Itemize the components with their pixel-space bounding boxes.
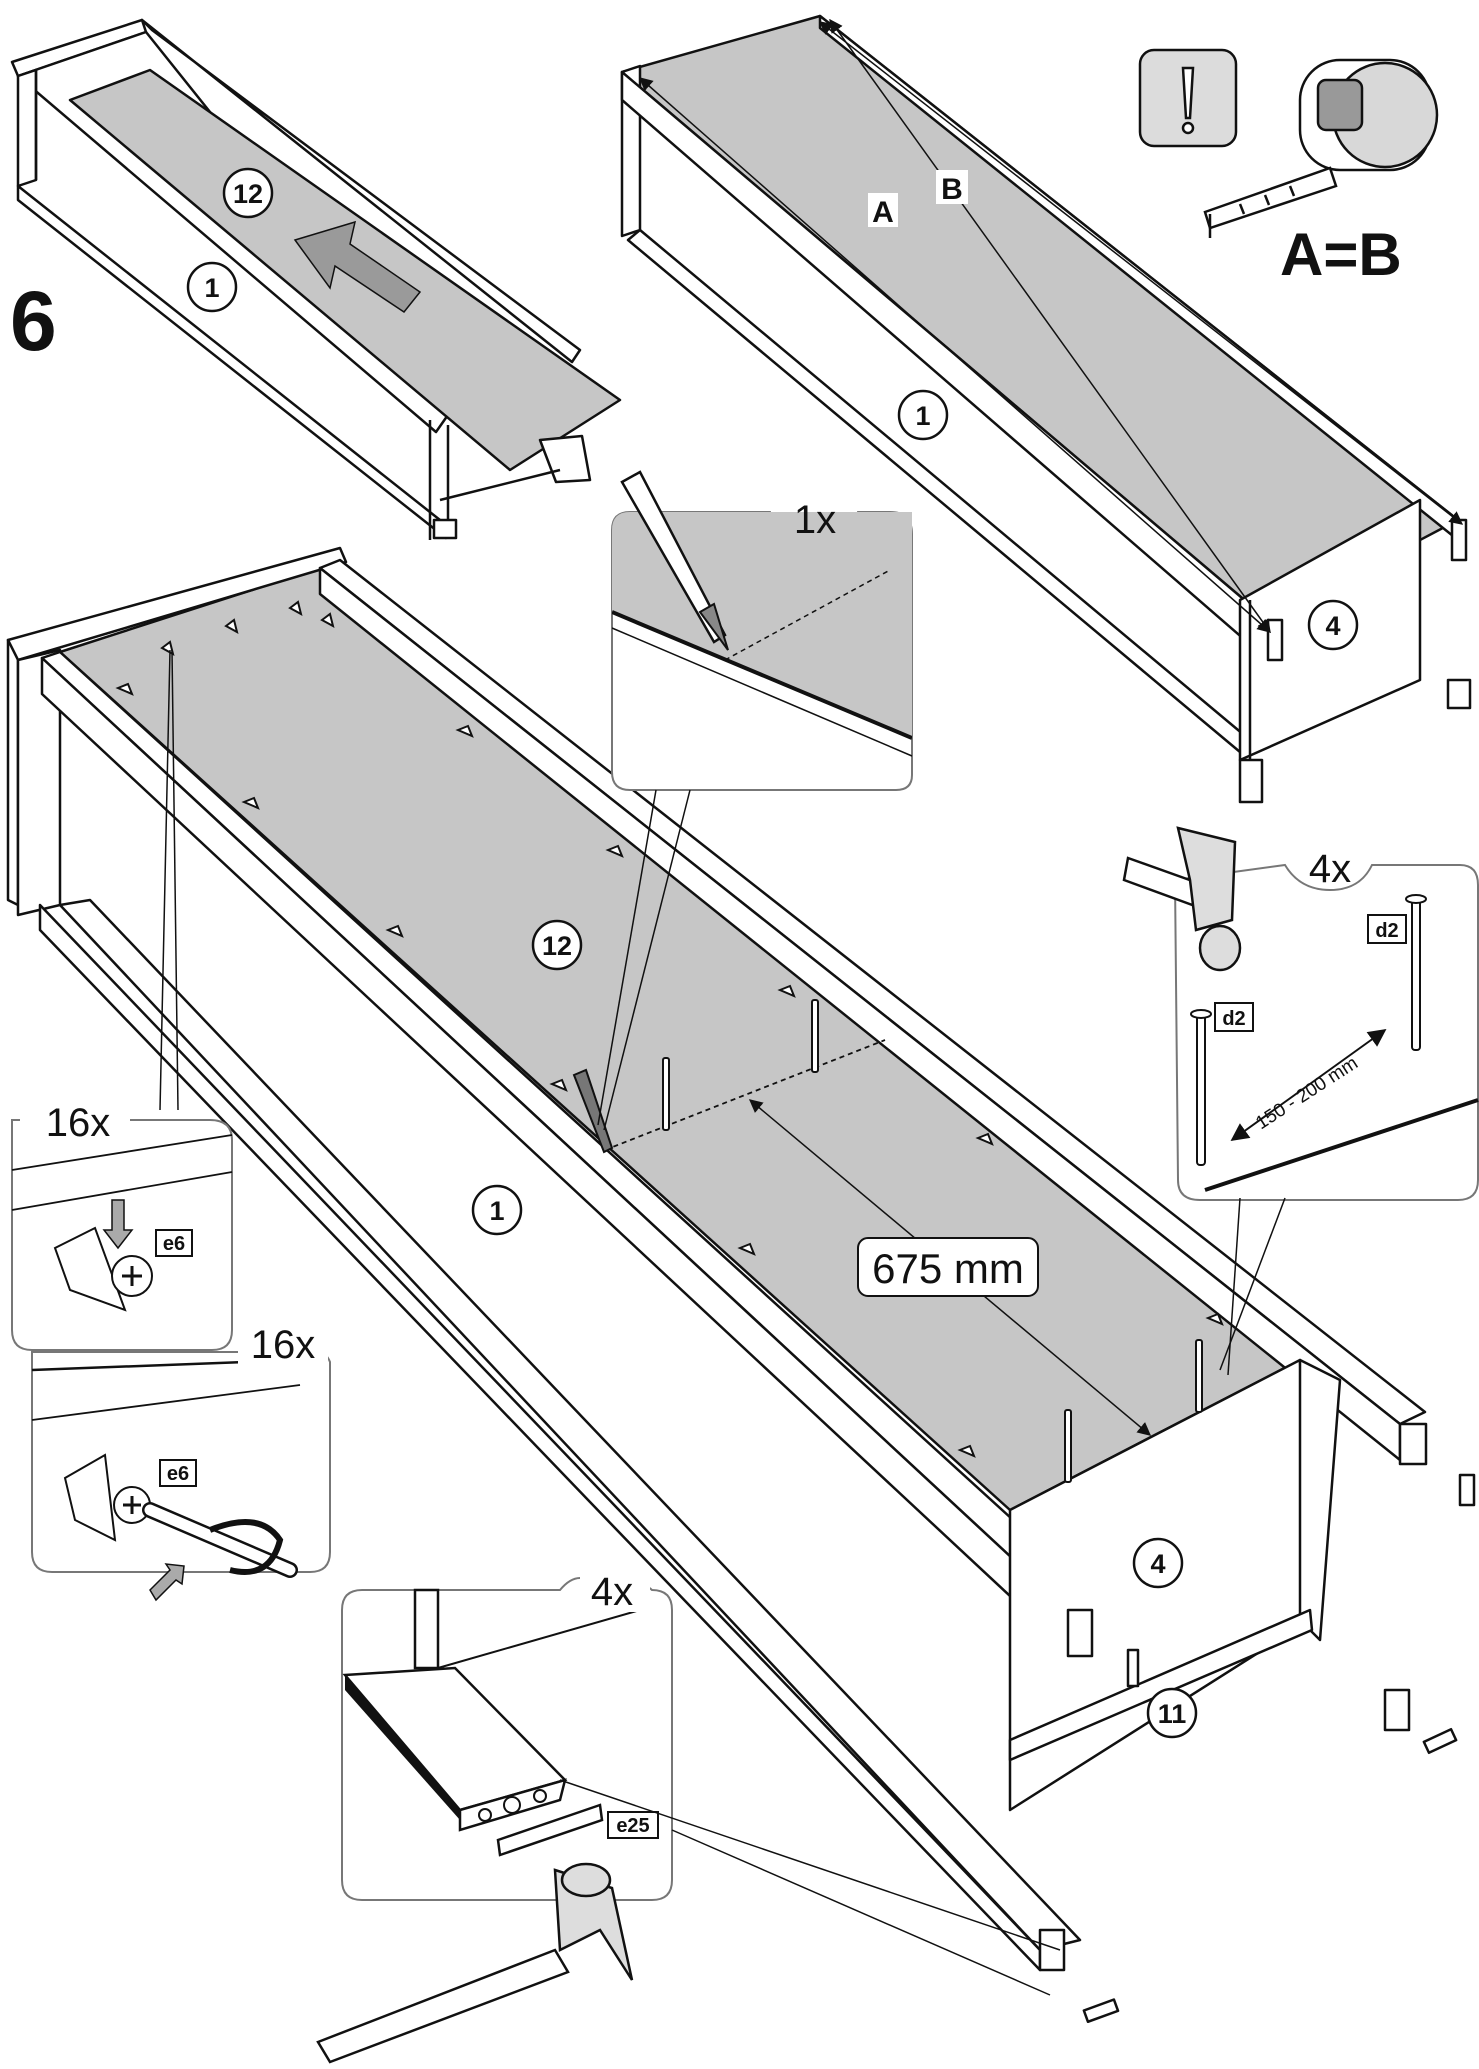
nail-count: 4x	[1309, 847, 1351, 891]
screw-code-b: e6	[159, 1459, 197, 1487]
diagonal-label-b: B	[936, 170, 968, 206]
slide-direction-arrow	[293, 220, 422, 314]
diagonal-lines	[638, 18, 1464, 634]
detail-end-cap: e25 4x	[341, 1568, 1061, 1996]
hammer-icon-cap	[316, 1862, 634, 2064]
measure-label: 675 mm	[857, 1237, 1039, 1297]
svg-text:12: 12	[233, 179, 263, 209]
svg-text:B: B	[941, 173, 963, 206]
callout-part-1-b: 1	[897, 389, 949, 441]
detail-screw-drive: e6 16x	[31, 1322, 331, 1602]
detail-pencil-mark: 1x	[597, 470, 913, 1131]
callout-part-4-b: 4	[1132, 1537, 1184, 1589]
exclamation-icon	[1138, 48, 1238, 148]
svg-text:e6: e6	[163, 1233, 185, 1255]
nails-main	[662, 999, 1203, 1483]
callout-part-1-a: 1	[186, 261, 238, 313]
svg-text:d2: d2	[1222, 1008, 1245, 1030]
svg-text:12: 12	[542, 931, 572, 961]
step-number: 6	[10, 274, 57, 368]
detail-nailing: 150 - 200 mm d2 d2 4x	[1173, 847, 1479, 1376]
pencil-icon	[572, 1068, 614, 1154]
cap-code: e25	[607, 1811, 659, 1839]
nail-code-a: d2	[1214, 1002, 1254, 1032]
svg-text:4: 4	[1150, 1549, 1165, 1579]
callout-part-1-c: 1	[471, 1184, 523, 1236]
callout-part-11: 11	[1146, 1687, 1198, 1739]
pencil-count: 1x	[794, 498, 836, 542]
frame-slide-in	[10, 18, 622, 540]
svg-text:e6: e6	[167, 1463, 189, 1485]
equal-diagonals-label: A=B	[1280, 221, 1402, 288]
svg-text:675 mm: 675 mm	[872, 1245, 1024, 1292]
nail-code-b: d2	[1367, 914, 1407, 944]
callout-part-12-b: 12	[531, 919, 583, 971]
cap-count: 4x	[591, 1570, 633, 1614]
hammer-icon	[1122, 826, 1242, 972]
callout-part-4-a: 4	[1307, 599, 1359, 651]
screw-count-a: 16x	[46, 1101, 111, 1145]
svg-text:e25: e25	[616, 1815, 649, 1837]
svg-text:1: 1	[915, 401, 930, 431]
tape-measure-icon	[1203, 58, 1439, 238]
callout-part-12-a: 12	[222, 167, 274, 219]
svg-text:4: 4	[1325, 611, 1340, 641]
svg-text:1: 1	[204, 273, 219, 303]
screw-count-b: 16x	[251, 1323, 316, 1367]
main-frame	[6, 546, 1476, 2024]
svg-text:11: 11	[1158, 1699, 1187, 1729]
screw-code-a: e6	[155, 1229, 193, 1257]
detail-bracket-insert: e6 16x	[11, 649, 233, 1351]
svg-text:1: 1	[489, 1196, 504, 1226]
diagonal-label-a: A	[868, 193, 898, 229]
svg-text:d2: d2	[1375, 920, 1398, 942]
svg-text:A: A	[872, 196, 894, 229]
